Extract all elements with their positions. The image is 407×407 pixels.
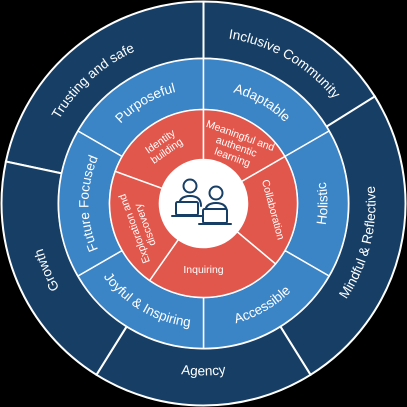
inner-segment-label: Inquiring <box>183 264 223 276</box>
outer-segment-label: Agency <box>181 362 227 378</box>
inner-segment <box>148 230 277 299</box>
inner-label-line: Inquiring <box>183 264 223 276</box>
two-learners-with-laptops-icon <box>171 178 232 225</box>
center-disc <box>159 159 248 248</box>
center-circle <box>159 159 248 248</box>
middle-segment-label: Holistic <box>314 181 331 226</box>
